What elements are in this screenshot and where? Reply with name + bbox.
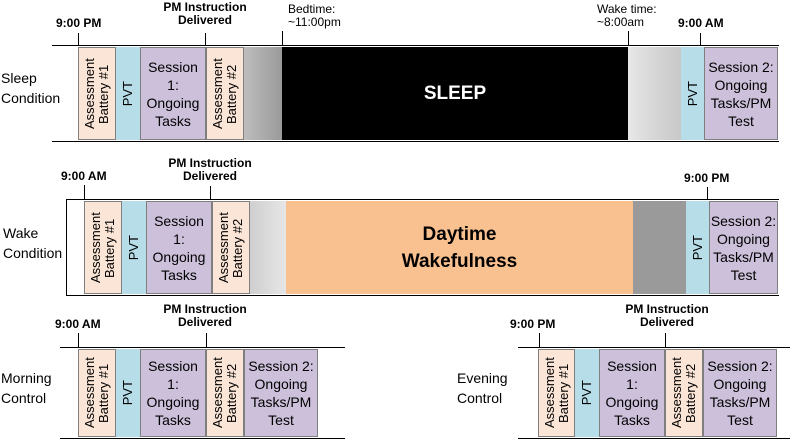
sleep-pvt-1: PVT [116,47,140,140]
morning-pvt: PVT [116,349,140,437]
sleep-gray-post [628,47,681,140]
sleep-timeline-bottom [52,141,779,142]
morning-session-2: Session 2: Ongoing Tasks/PM Test [244,349,318,437]
sleep-gray-pre [244,47,282,140]
wake-condition-label: Wake Condition [3,225,63,261]
evening-pm-instruction: PM Instruction Delivered [625,302,709,329]
sleep-session-2: Session 2: Ongoing Tasks/PM Test [704,47,778,140]
evening-session-1: Session 1: Ongoing Tasks [599,349,665,437]
sleep-bedtime-label: Bedtime: ~11:00pm [288,2,341,29]
sleep-tick-start [78,33,79,45]
wake-tick-start [84,185,85,199]
sleep-pvt-2: PVT [681,47,704,140]
morning-timeline-top [60,347,345,348]
evening-condition-label: Evening Control [457,370,508,406]
sleep-tick-wake [628,31,629,45]
wake-tick-end [707,187,708,199]
wake-pvt-2: PVT [686,201,709,294]
morning-time-start: 9:00 AM [55,317,101,331]
wake-timeline-top [66,199,779,200]
morning-pm-instruction: PM Instruction Delivered [163,302,247,329]
sleep-assessment-battery-1: Assessment Battery #1 [78,47,116,140]
morning-condition-label: Morning Control [1,370,52,406]
wake-assessment-battery-2: Assessment Battery #2 [212,201,250,294]
wake-time-end: 9:00 PM [684,171,730,185]
sleep-timeline-top [52,45,779,46]
morning-assessment-battery-2: Assessment Battery #2 [206,349,244,437]
wake-time-start: 9:00 AM [61,169,107,183]
sleep-sleep-block: SLEEP [282,47,628,140]
morning-tick-start [78,333,79,347]
morning-assessment-battery-1: Assessment Battery #1 [78,349,116,437]
evening-tick-pm [665,333,666,347]
evening-timeline-top [518,347,790,348]
sleep-waketime-label: Wake time: ~8:00am [597,2,657,29]
evening-session-2: Session 2: Ongoing Tasks/PM Test [703,349,777,437]
morning-session-1: Session 1: Ongoing Tasks [140,349,206,437]
wake-session-1: Session 1: Ongoing Tasks [146,201,212,294]
evening-timeline-bottom [518,438,790,439]
sleep-session-1: Session 1: Ongoing Tasks [140,47,206,140]
sleep-tick-end [700,33,701,45]
evening-assessment-battery-1: Assessment Battery #1 [538,349,575,437]
wake-timeline-bottom [66,295,779,296]
wake-gray-pre [250,201,286,294]
sleep-pm-instruction: PM Instruction Delivered [163,0,247,27]
sleep-time-end: 9:00 AM [678,16,724,30]
morning-tick-pm [206,333,207,347]
sleep-tick-pm [205,33,206,45]
sleep-condition-label: Sleep Condition [1,70,61,106]
morning-timeline-bottom [60,438,345,439]
wake-session-2: Session 2: Ongoing Tasks/PM Test [709,201,778,294]
wake-timeline-left [66,199,67,296]
wake-assessment-battery-1: Assessment Battery #1 [84,201,122,294]
wake-gray-post [633,201,686,294]
evening-time-start: 9:00 PM [510,317,556,331]
sleep-time-start: 9:00 PM [56,16,102,30]
sleep-assessment-battery-2: Assessment Battery #2 [206,47,244,140]
evening-assessment-battery-2: Assessment Battery #2 [665,349,703,437]
evening-pvt: PVT [575,349,599,437]
wake-pvt-1: PVT [122,201,146,294]
wake-pm-instruction: PM Instruction Delivered [168,156,252,183]
wake-tick-pm [210,186,211,199]
sleep-tick-bedtime [282,31,283,45]
evening-tick-start [539,333,540,347]
wake-daytime-block: Daytime Wakefulness [286,201,633,294]
